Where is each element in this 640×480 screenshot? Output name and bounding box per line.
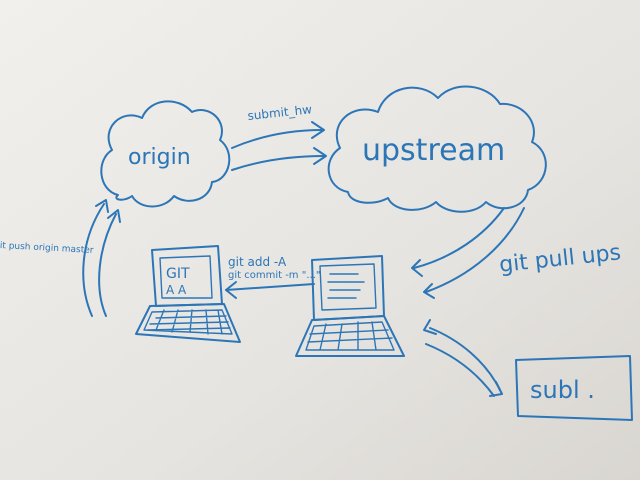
- origin-cloud: origin: [100, 100, 231, 208]
- subl-arrow: [423, 319, 503, 397]
- editor-laptop: [295, 255, 405, 357]
- push-label: git push origin master: [0, 241, 94, 256]
- upstream-cloud: upstream: [327, 85, 547, 213]
- upstream-label: upstream: [362, 133, 505, 168]
- submit-label: submit_hw: [247, 102, 313, 123]
- push-arrows: git push origin master: [0, 199, 121, 317]
- subl-label: subl .: [530, 376, 595, 404]
- add-label: git add -A: [228, 255, 287, 269]
- add-commit-arrow: git add -A git commit -m "...": [225, 255, 320, 299]
- laptop-screen-line-2: A A: [166, 283, 187, 297]
- commit-label: git commit -m "...": [228, 270, 320, 281]
- subl-box: subl .: [515, 355, 633, 421]
- submit-arrows: submit_hw: [231, 102, 327, 171]
- git-laptop: GIT A A: [135, 245, 241, 343]
- laptop-screen-line-1: GIT: [166, 266, 190, 282]
- origin-label: origin: [128, 145, 191, 170]
